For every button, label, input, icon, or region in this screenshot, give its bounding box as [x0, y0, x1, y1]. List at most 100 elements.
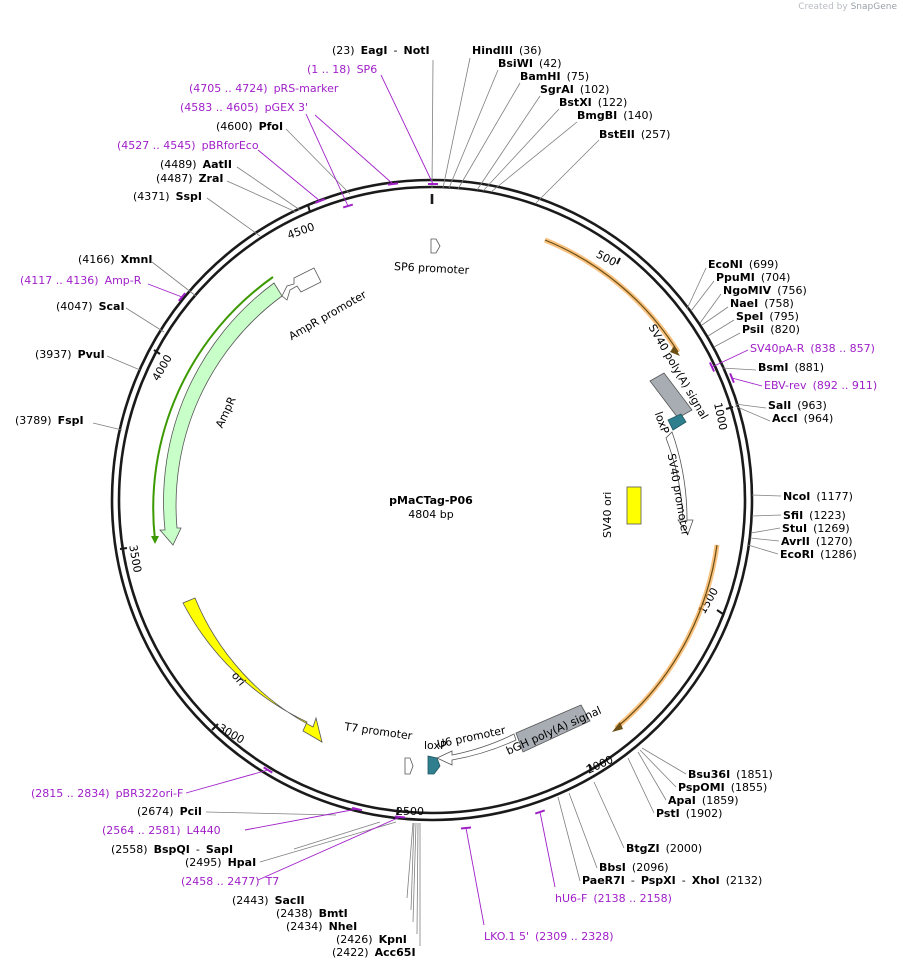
sgrai-label: SgrAI(102) — [540, 83, 609, 96]
acc65i-part-0: (2422) — [332, 946, 369, 959]
pfoi-leader — [285, 128, 351, 195]
pcii-part-0: (2674) — [137, 805, 174, 818]
acci-part-0: AccI — [772, 412, 798, 425]
l4440-primer-mark — [351, 806, 363, 812]
lko1-5-part-1: (2309 .. 2328) — [535, 930, 614, 943]
xmni-label: (4166)XmnI — [78, 253, 152, 266]
lko1-5-leader — [465, 827, 485, 926]
label-leaders — [92, 57, 782, 946]
pbr322ori-f-part-1: pBR322ori-F — [116, 787, 184, 800]
pspomi-part-0: PspOMI — [678, 781, 725, 794]
t7-primer-mark — [394, 815, 406, 819]
fspi-part-1: FspI — [58, 414, 84, 427]
sv40-ori-block — [626, 486, 642, 525]
bsteii-label: BstEII(257) — [599, 128, 670, 141]
bamhi-part-0: BamHI — [520, 70, 561, 83]
sacii-part-0: (2443) — [232, 894, 269, 907]
eagi-noti-part-3: NotI — [403, 44, 429, 57]
pspomi-part-1: (1855) — [731, 781, 768, 794]
prs-marker-part-0: (4705 .. 4724) — [189, 82, 268, 95]
econi-part-1: (699) — [749, 258, 779, 271]
ampr-arrow — [159, 282, 283, 546]
bsmi-part-1: (881) — [795, 361, 825, 374]
pfoi-part-1: PfoI — [259, 120, 284, 133]
bgh-polya-label: bGH poly(A) signal — [504, 704, 603, 758]
spei-label: SpeI(795) — [736, 310, 799, 323]
nhei-part-1: NheI — [329, 920, 358, 933]
sv40-promoter-label: SV40 promoter — [665, 453, 692, 538]
naei-part-1: (758) — [764, 297, 794, 310]
sp6-leader — [380, 74, 434, 185]
ppumi-leader — [690, 280, 715, 312]
econi-part-0: EcoNI — [708, 258, 743, 271]
stui-leader — [750, 527, 781, 534]
ppumi-part-1: (704) — [761, 271, 791, 284]
sfii-part-0: SfiI — [783, 509, 803, 522]
apai-part-1: (1859) — [702, 794, 739, 807]
ngomiv-part-0: NgoMIV — [723, 284, 772, 297]
loxp-1-arrow — [667, 413, 687, 431]
nhei-leader — [412, 822, 417, 923]
xmni-leader — [151, 261, 197, 297]
sgrai-part-1: (102) — [580, 83, 610, 96]
paer7i-part-3: - — [682, 874, 686, 887]
sacii-part-1: SacII — [275, 894, 305, 907]
t7-label: (2458 .. 2477)T7 — [181, 875, 279, 888]
amp-r-part-0: (4117 .. 4136) — [20, 274, 99, 287]
naei-part-0: NaeI — [730, 297, 758, 310]
loxp-2-arrow — [427, 755, 441, 775]
sspi-part-0: (4371) — [133, 190, 170, 203]
hu6-f-leader — [539, 811, 556, 888]
bbsi-part-1: (2096) — [632, 861, 669, 874]
paer7i-part-2: PspXI — [641, 874, 676, 887]
bsu36i-leader — [641, 747, 687, 775]
ampr-outer-head — [151, 536, 159, 544]
bsiwi-label: BsiWI(42) — [498, 57, 562, 70]
sali-label: SalI(963) — [768, 399, 827, 412]
pcii-part-1: PciI — [180, 805, 202, 818]
pgex-3-primer-mark — [342, 203, 354, 209]
sp6-label: (1 .. 18)SP6 — [307, 63, 377, 76]
apai-leader — [637, 751, 667, 801]
psti-leader — [627, 757, 655, 814]
paer7i-part-0: PaeR7I — [582, 874, 625, 887]
scai-label: (4047)ScaI — [56, 300, 125, 313]
l4440-part-1: L4440 — [187, 824, 221, 837]
tick-label-3000: 3000 — [216, 721, 247, 746]
ebv-rev-label: EBV-rev(892 .. 911) — [764, 379, 877, 392]
sp6-part-0: (1 .. 18) — [307, 63, 351, 76]
orange-arc-lower — [614, 544, 720, 730]
orange-arc-upper-head — [670, 346, 680, 356]
sfii-leader — [751, 514, 782, 517]
tick-4000 — [153, 349, 161, 355]
ncoi-label: NcoI(1177) — [783, 490, 853, 503]
zrai-part-1: ZraI — [199, 172, 224, 185]
pgex-3-part-1: pGEX 3' — [265, 101, 309, 114]
aatii-part-1: AatII — [203, 158, 232, 171]
pvui-label: (3937)PvuI — [35, 348, 105, 361]
bsiwi-part-1: (42) — [539, 57, 562, 70]
tick-3500 — [119, 547, 128, 550]
pfoi-label: (4600)PfoI — [216, 120, 283, 133]
aatii-part-0: (4489) — [160, 158, 197, 171]
avrii-label: AvrII(1270) — [781, 535, 852, 548]
sv40pa-r-part-0: SV40pA-R — [750, 342, 805, 355]
hindiii-leader — [442, 57, 471, 189]
zrai-leader — [226, 180, 297, 213]
orange-arc-lower-head — [612, 722, 623, 732]
bbsi-part-0: BbsI — [599, 861, 626, 874]
bstxi-part-0: BstXI — [559, 96, 592, 109]
pvui-leader — [106, 355, 141, 371]
ebv-rev-part-1: (892 .. 911) — [813, 379, 878, 392]
btgzi-part-1: (2000) — [666, 842, 703, 855]
bamhi-label: BamHI(75) — [520, 70, 589, 83]
ampr-promoter-arrow — [281, 267, 322, 301]
tick-label-4500: 4500 — [286, 220, 317, 242]
acci-leader — [734, 405, 771, 422]
pbr322ori-f-leader — [185, 769, 269, 794]
bmti-part-0: (2438) — [276, 907, 313, 920]
psii-part-1: (820) — [770, 323, 800, 336]
l4440-leader — [244, 808, 358, 831]
spei-part-1: (795) — [769, 310, 799, 323]
